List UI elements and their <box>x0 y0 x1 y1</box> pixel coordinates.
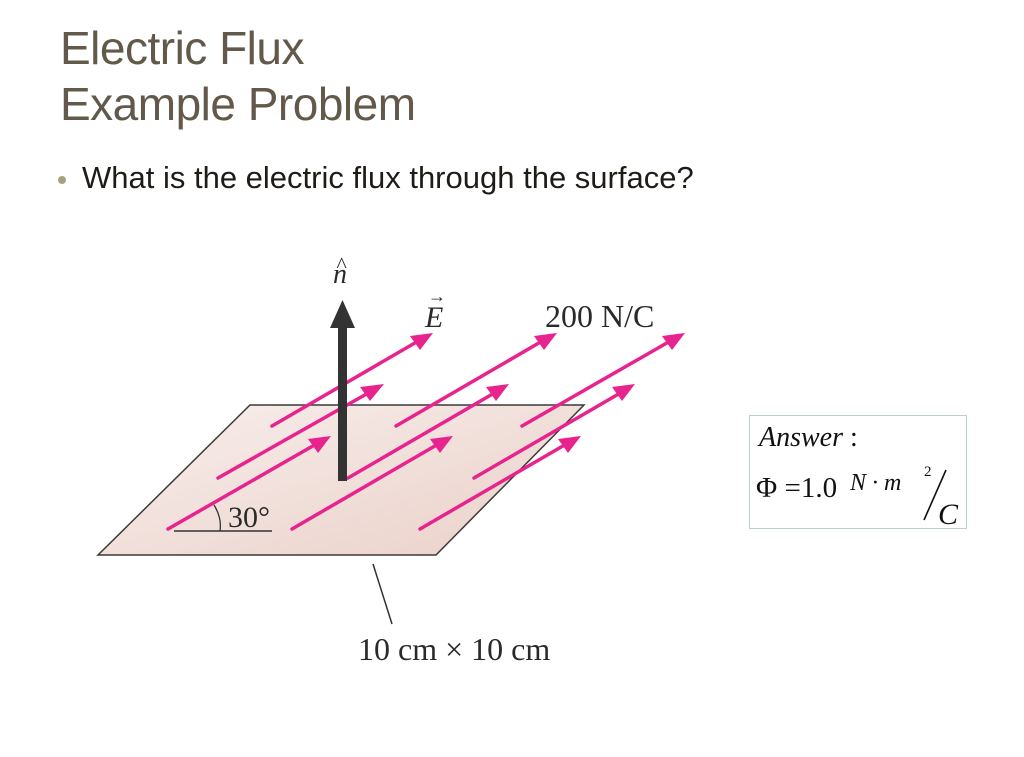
answer-box: Answer : Φ =1.0 N · m 2 C <box>749 415 967 529</box>
field-label: E <box>424 301 443 334</box>
field-vector-arrow-mark: → <box>428 286 446 306</box>
answer-label: Answer : <box>759 422 858 454</box>
fraction-slash <box>923 469 947 521</box>
angle-arc <box>213 504 222 532</box>
bullet-dot-icon <box>58 176 66 184</box>
title-line-2: Example Problem <box>60 78 416 130</box>
dimension-label: 10 cm × 10 cm <box>358 631 550 667</box>
bullet-item: What is the electric flux through the su… <box>58 158 694 198</box>
answer-colon: : <box>843 422 858 453</box>
bullet-text: What is the electric flux through the su… <box>82 160 694 195</box>
answer-label-text: Answer <box>759 422 843 453</box>
normal-label: n <box>333 259 347 290</box>
equals-sign: = <box>784 472 801 504</box>
flux-units: N · m 2 C <box>850 464 959 528</box>
angle-label: 30° <box>228 501 270 534</box>
title-line-1: Electric Flux <box>60 22 304 74</box>
dimension-leader-line <box>372 563 393 625</box>
unit-numerator: N · m <box>850 470 901 496</box>
slide-title: Electric Flux Example Problem <box>60 20 416 132</box>
field-magnitude-label: 200 N/C <box>545 298 654 334</box>
unit-exponent: 2 <box>924 464 932 480</box>
answer-equation: Φ =1.0 <box>756 472 837 505</box>
unit-denominator: C <box>938 498 959 528</box>
normal-hat-mark: ^ <box>336 252 347 277</box>
flux-value: 1.0 <box>800 472 838 504</box>
normal-vector-arrow <box>330 300 355 481</box>
flux-symbol: Φ <box>756 472 778 504</box>
